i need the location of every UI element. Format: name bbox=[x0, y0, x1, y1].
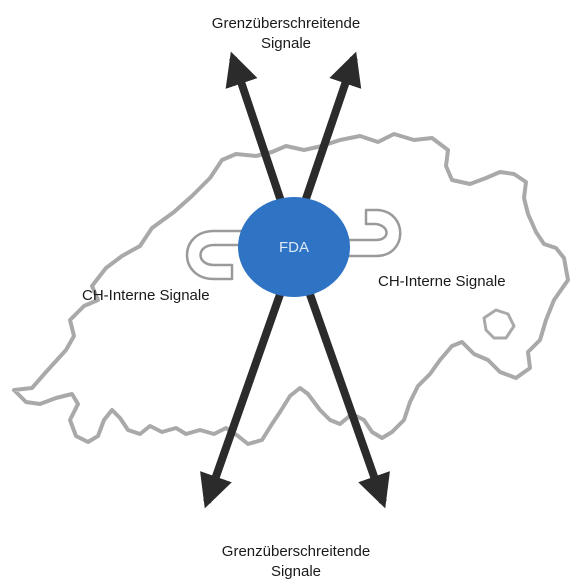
bottom-label-line-2: Signale bbox=[270, 563, 322, 580]
right-internal-signals-label: CH-Interne Signale bbox=[378, 273, 506, 290]
bottom-cross-border-label: Grenzüberschreitende Signale bbox=[186, 542, 406, 582]
top-label-line-2: Signale bbox=[260, 35, 312, 52]
left-internal-signals-label: CH-Interne Signale bbox=[82, 287, 210, 304]
fda-node bbox=[238, 197, 350, 297]
top-label-line-1: Grenzüberschreitende bbox=[211, 15, 361, 32]
internal-loop-left-border bbox=[185, 229, 254, 281]
map-outline-detail bbox=[482, 308, 516, 340]
bottom-label-line-1: Grenzüberschreitende bbox=[221, 543, 371, 560]
arrow-to-bottom-right bbox=[296, 264, 390, 509]
switzerland-map-outline bbox=[12, 132, 570, 446]
internal-loop-right-border bbox=[338, 208, 402, 258]
fda-node-label: FDA bbox=[279, 239, 309, 256]
arrow-to-bottom-left bbox=[200, 264, 294, 509]
top-cross-border-label: Grenzüberschreitende Signale bbox=[186, 14, 386, 54]
